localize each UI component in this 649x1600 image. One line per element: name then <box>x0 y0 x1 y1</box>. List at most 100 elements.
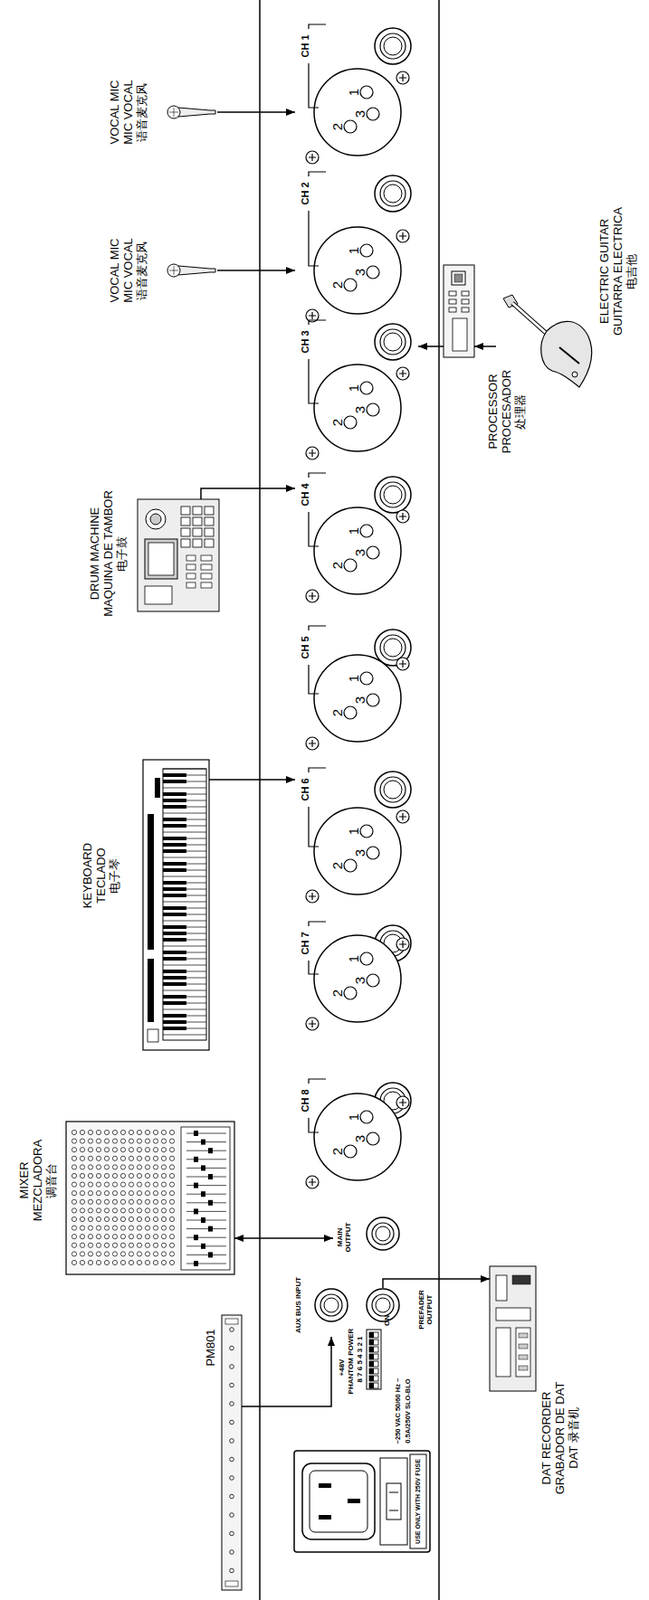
node-label: MIC VOCAL <box>122 79 136 145</box>
drum-machine: DRUM MACHINEMAQUINA DE TAMBOR电子鼓 <box>137 499 220 612</box>
node-label: MAQUINA DE TAMBOR <box>102 490 116 618</box>
signal-cable <box>241 1337 332 1408</box>
signal-cable <box>209 779 296 782</box>
node-label: DAT 录音机 <box>566 1383 581 1497</box>
pin-number: 2 <box>330 990 346 998</box>
node-label: 电子琴 <box>107 843 122 909</box>
pin-number: 1 <box>346 955 363 964</box>
node-caption: CH 8 <box>299 1089 312 1113</box>
prefader-output-jack: PREFADER OUTPUT <box>364 1288 437 1333</box>
node-caption: KEYBOARDTECLADO电子琴 <box>81 843 123 909</box>
pin-number: 2 <box>330 123 346 131</box>
effects-processor: PROCESSORPROCESADOR处理器 <box>443 265 475 358</box>
node-caption: MIXERMEZCLADORA调音台 <box>18 1140 59 1222</box>
node-caption: MAIN OUTPUT <box>335 1220 353 1257</box>
node-label: MIC VOCAL <box>122 238 136 304</box>
pin-number: 1 <box>346 527 363 535</box>
node-caption: DRUM MACHINEMAQUINA DE TAMBOR电子鼓 <box>88 490 130 618</box>
node-caption: CH 5 <box>299 636 312 659</box>
node-label: PROCESADOR <box>500 370 515 454</box>
phantom-power-title: PHANTOM POWER <box>347 1329 356 1396</box>
signal-cable <box>234 1238 334 1241</box>
node-caption: CH 2 <box>299 181 312 205</box>
node-label: CH 3 <box>299 330 312 354</box>
signal-cable <box>217 269 296 272</box>
node-label: 调音台 <box>44 1140 58 1222</box>
fuse-rating: 0.5A/250V SLO-BLO <box>404 1379 412 1444</box>
node-label: 语音麦克风 <box>134 238 149 304</box>
pin-number: 2 <box>330 562 346 570</box>
node-label: CH 6 <box>299 778 312 802</box>
phantom-voltage: +48V <box>338 1360 347 1378</box>
mixer: MIXERMEZCLADORA调音台 <box>66 1122 235 1276</box>
node-label: GUITARRA ELECTRICA <box>611 207 626 336</box>
pin-number: 1 <box>346 1114 363 1122</box>
channel-input: CH 8 <box>295 1074 419 1188</box>
pin-number: 2 <box>330 419 346 427</box>
node-label: PREFADER OUTPUT <box>417 1288 434 1333</box>
rear-panel <box>259 0 440 1600</box>
node-label: GRABADOR DE DAT <box>553 1383 568 1497</box>
node-label: 处理器 <box>513 370 527 454</box>
node-label: CH 4 <box>299 483 312 506</box>
node-label: PROCESSOR <box>486 370 501 454</box>
node-caption: AUX BUS INPUT <box>294 1278 303 1335</box>
pin-number: 2 <box>330 281 346 289</box>
vocal-mic: VOCAL MICMIC VOCAL语音麦克风 <box>167 104 218 120</box>
node-label: DAT RECORDER <box>540 1383 554 1497</box>
node-caption: ELECTRIC GUITARGUITARRA ELECTRICA电吉他 <box>598 207 640 336</box>
pin-number: 3 <box>353 549 369 557</box>
node-caption: VOCAL MICMIC VOCAL语音麦克风 <box>108 79 150 145</box>
node-caption: CH 4 <box>299 483 312 506</box>
main-output-jack: MAIN OUTPUT <box>333 1215 401 1259</box>
node-caption: CH 1 <box>299 34 312 58</box>
switch-numbers: 8 7 6 5 4 3 2 1 <box>356 1336 365 1384</box>
node-label: DRUM MACHINE <box>88 490 103 618</box>
node-label: 语音麦克风 <box>134 79 149 145</box>
node-caption: PROCESSORPROCESADOR处理器 <box>486 370 528 454</box>
node-label: VOCAL MIC <box>108 79 123 145</box>
node-caption: CH 6 <box>299 778 312 802</box>
node-caption: PM801 <box>204 1329 219 1367</box>
dat-recorder: DAT RECORDERGRABADOR DE DATDAT 录音机 <box>489 1267 536 1393</box>
node-caption: PREFADER OUTPUT <box>417 1288 434 1333</box>
node-label: AUX BUS INPUT <box>294 1278 303 1335</box>
pin-number: 1 <box>346 384 363 392</box>
pin-number: 2 <box>330 709 346 717</box>
node-label: CH 2 <box>299 181 312 205</box>
node-label: 电子鼓 <box>114 490 129 618</box>
node-label: CH 1 <box>299 34 312 58</box>
node-label: MIXER <box>18 1140 32 1222</box>
node-label: ELECTRIC GUITAR <box>598 207 612 336</box>
node-label: MEZCLADORA <box>31 1140 46 1222</box>
signal-cable <box>418 345 444 348</box>
node-caption: VOCAL MICMIC VOCAL语音麦克风 <box>108 238 150 304</box>
pm801-rack-unit: PM801 <box>221 1316 242 1592</box>
pin-number: 1 <box>346 88 363 96</box>
pin-number: 3 <box>353 110 369 118</box>
pin-number: 1 <box>346 828 363 836</box>
electric-guitar: ELECTRIC GUITARGUITARRA ELECTRICA电吉他 <box>496 289 596 392</box>
pin-number: 3 <box>353 849 369 858</box>
node-label: PM801 <box>204 1329 219 1367</box>
node-caption: CH 7 <box>299 932 312 955</box>
node-label: KEYBOARD <box>81 843 96 909</box>
node-label: MAIN OUTPUT <box>335 1220 353 1257</box>
signal-cable <box>382 1279 490 1289</box>
pin-number: 2 <box>330 862 346 870</box>
node-label: CH 7 <box>299 932 312 955</box>
fuse-warning: USE ONLY WITH 250V FUSE <box>414 1460 422 1546</box>
switch-on-label: ON <box>383 1316 392 1327</box>
channel-input: CH 5 <box>295 620 419 749</box>
pin-number: 1 <box>346 675 363 683</box>
pin-number: 3 <box>353 406 369 414</box>
node-label: CH 8 <box>299 1089 312 1113</box>
node-label: 电吉他 <box>624 207 639 336</box>
pin-number: 3 <box>353 268 369 277</box>
node-caption: CH 3 <box>299 330 312 354</box>
signal-cable <box>217 111 296 114</box>
pin-number: 3 <box>353 977 369 985</box>
channel-input: CH 7 <box>295 916 419 1030</box>
pin-number: 3 <box>353 1135 369 1144</box>
